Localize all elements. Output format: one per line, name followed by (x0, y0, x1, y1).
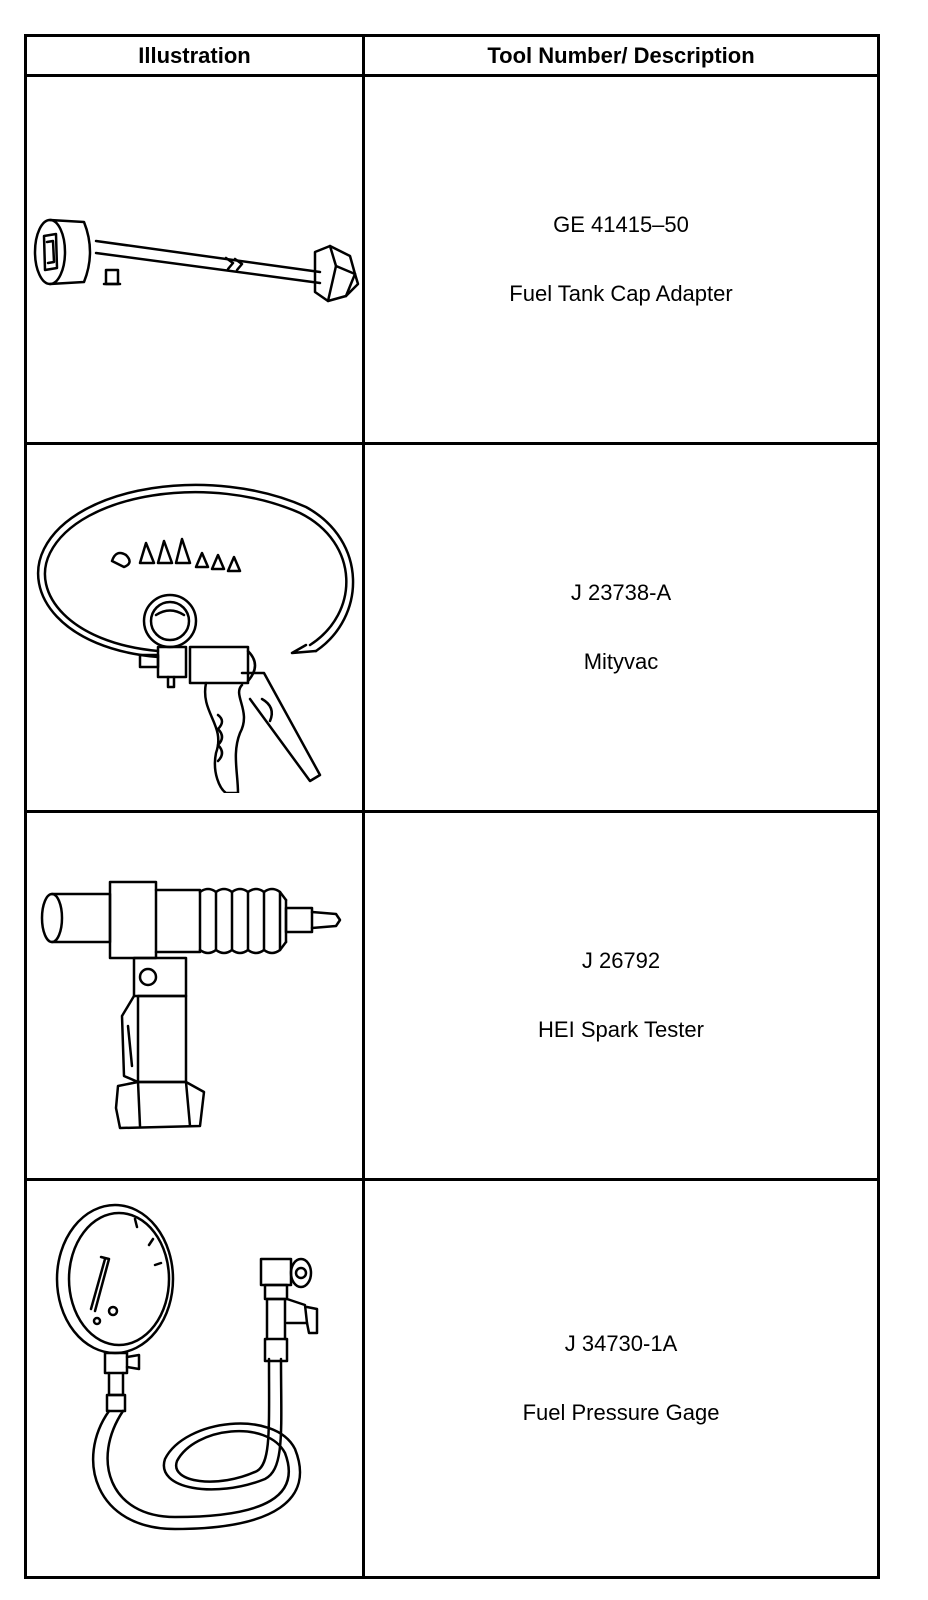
tool-number: J 26792 (581, 948, 661, 973)
tool-description-cell: J 23738-A Mityvac (365, 445, 877, 813)
tool-description: HEI Spark Tester (538, 1017, 704, 1042)
header-illustration: Illustration (27, 37, 365, 77)
header-tool-number-description: Tool Number/ Description (365, 37, 877, 77)
mityvac-icon (36, 483, 354, 793)
tool-number: J 34730-1A (564, 1331, 678, 1356)
tool-description-cell: J 26792 HEI Spark Tester (365, 813, 877, 1181)
hei-spark-tester-icon (40, 880, 341, 1129)
tool-description: Fuel Tank Cap Adapter (509, 281, 733, 306)
tool-description-cell: GE 41415–50 Fuel Tank Cap Adapter (365, 77, 877, 445)
illustration-cell (27, 1181, 365, 1576)
tool-description: Mityvac (583, 649, 659, 674)
illustration-cell (27, 813, 365, 1181)
tool-table: Illustration Tool Number/ Description GE… (24, 34, 880, 1579)
fuel-tank-cap-adapter-icon (33, 218, 359, 302)
illustration-cell (27, 77, 365, 445)
tool-description: Fuel Pressure Gage (522, 1400, 720, 1425)
tool-description-cell: J 34730-1A Fuel Pressure Gage (365, 1181, 877, 1576)
tool-number: J 23738-A (570, 580, 672, 605)
tool-number: GE 41415–50 (553, 212, 689, 237)
illustration-cell (27, 445, 365, 813)
fuel-pressure-gage-icon (55, 1203, 318, 1530)
